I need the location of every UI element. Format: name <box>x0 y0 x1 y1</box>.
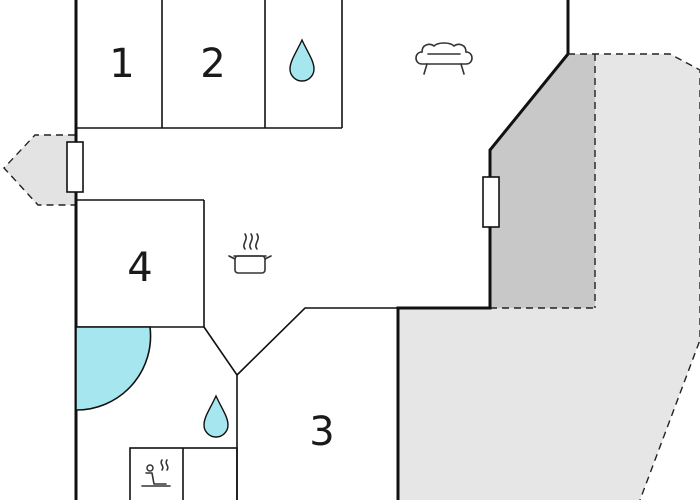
terrace-light <box>398 54 700 500</box>
room-label-3: 3 <box>309 409 334 455</box>
water-drop-icon <box>203 394 229 438</box>
room-label-4: 4 <box>127 245 152 291</box>
window-east <box>482 176 500 228</box>
room-label-2: 2 <box>200 41 225 87</box>
window-west <box>66 141 84 193</box>
balcony-dashed-outline <box>3 134 75 206</box>
sauna-icon <box>141 459 171 487</box>
water-drop-icon <box>289 38 315 82</box>
windows <box>66 141 500 228</box>
terrace-dashed-outline <box>568 53 700 500</box>
balcony-left <box>4 135 75 205</box>
wall-east-diagonal <box>396 53 570 500</box>
sofa-icon <box>415 42 473 75</box>
room-label-1: 1 <box>109 41 134 87</box>
terrace-covered <box>490 54 595 308</box>
outdoor-areas <box>3 53 700 500</box>
wall-room3-diagonal <box>236 307 398 376</box>
room-labels: 1 2 3 4 <box>109 41 334 455</box>
cooking-pot-icon <box>228 233 272 274</box>
walls <box>74 0 570 500</box>
shower-area <box>75 326 152 411</box>
